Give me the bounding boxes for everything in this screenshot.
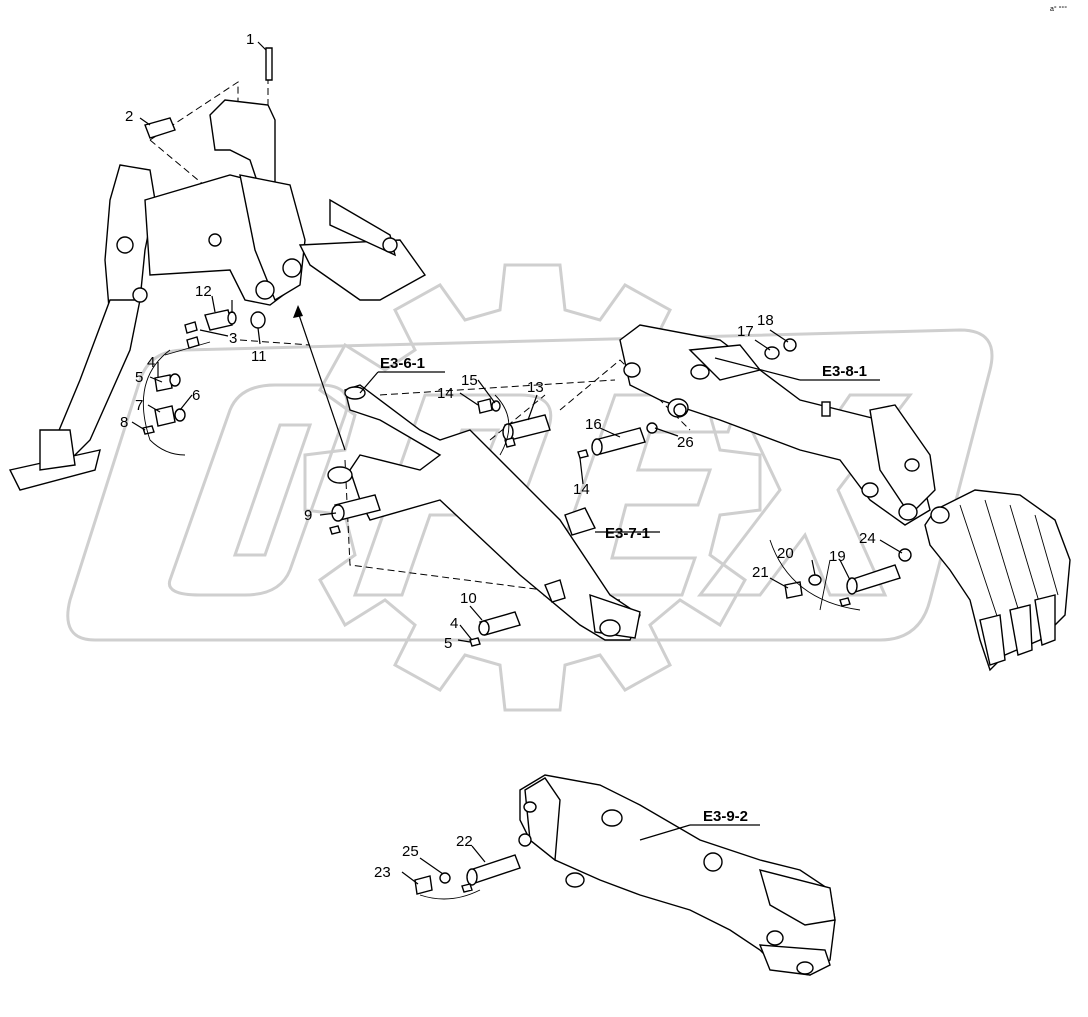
callout-14-second: 14 xyxy=(573,481,590,498)
boom-icon xyxy=(239,339,641,641)
callout-10: 10 xyxy=(460,590,477,607)
arm-bottom-icon xyxy=(518,774,836,976)
callout-17: 17 xyxy=(737,323,754,340)
ref-e3-8-1: E3-8-1 xyxy=(822,363,867,380)
corner-mark: a° °°° xyxy=(1050,5,1067,13)
callout-24: 24 xyxy=(859,530,876,547)
arm-icon xyxy=(489,324,936,526)
assembly-arrow xyxy=(293,305,346,451)
callout-16: 16 xyxy=(585,416,602,433)
callout-5: 5 xyxy=(135,369,143,386)
callout-18: 18 xyxy=(757,312,774,329)
callout-numbers: 1 2 3 4 5 6 7 8 9 10 11 12 13 14 15 16 1… xyxy=(120,31,876,881)
callout-15: 15 xyxy=(461,372,478,389)
callout-14: 14 xyxy=(437,385,454,402)
callout-3: 3 xyxy=(229,330,237,347)
callout-9: 9 xyxy=(304,507,312,524)
callout-23: 23 xyxy=(374,864,391,881)
ref-e3-9-2: E3-9-2 xyxy=(703,808,748,825)
callout-25: 25 xyxy=(402,843,419,860)
callout-1: 1 xyxy=(246,31,254,48)
callout-2: 2 xyxy=(125,108,133,125)
ref-e3-6-1: E3-6-1 xyxy=(380,355,425,372)
ref-e3-7-1: E3-7-1 xyxy=(605,525,650,542)
callout-19: 19 xyxy=(829,548,846,565)
assembly-refs: E3-6-1 E3-7-1 E3-8-1 E3-9-2 xyxy=(380,355,867,825)
callout-12: 12 xyxy=(195,283,212,300)
callout-26: 26 xyxy=(677,434,694,451)
callout-20: 20 xyxy=(777,545,794,562)
swing-bracket-icon xyxy=(8,55,427,491)
bucket-icon xyxy=(924,489,1071,672)
callout-13: 13 xyxy=(527,379,544,396)
callout-6: 6 xyxy=(192,387,200,404)
callout-7: 7 xyxy=(135,397,143,414)
callout-4-second: 4 xyxy=(450,615,458,632)
leader-lines xyxy=(131,41,903,885)
callout-21: 21 xyxy=(752,564,769,581)
callout-4: 4 xyxy=(147,354,155,371)
callout-5-second: 5 xyxy=(444,635,452,652)
callout-22: 22 xyxy=(456,833,473,850)
callout-8: 8 xyxy=(120,414,128,431)
callout-11: 11 xyxy=(251,348,267,365)
